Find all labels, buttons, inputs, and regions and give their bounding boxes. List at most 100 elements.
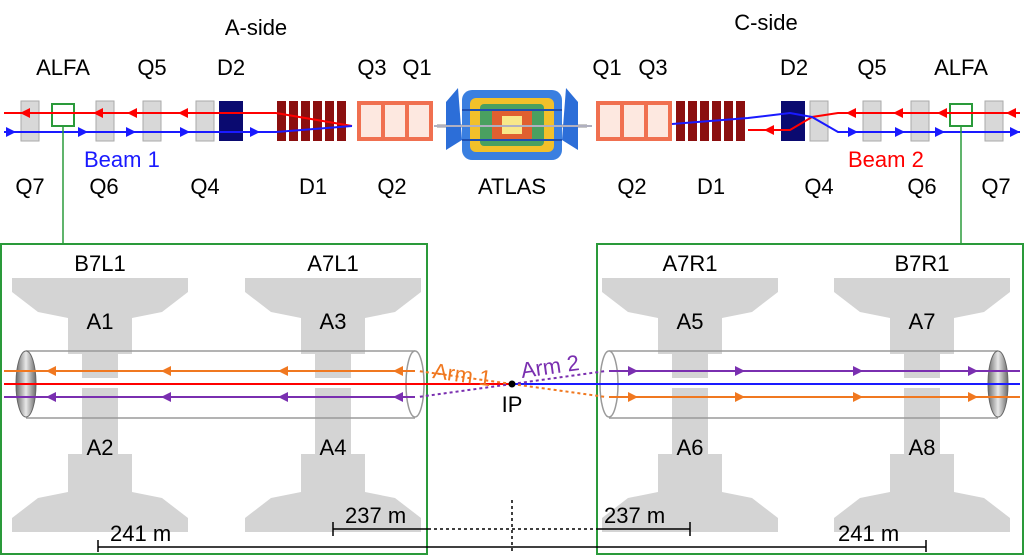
pot-a8-label: A8	[909, 435, 936, 460]
pot-a2-label: A2	[87, 435, 114, 460]
beam1-arrow	[6, 127, 16, 137]
zoom-arrows-left	[46, 366, 403, 402]
beam2-arrow	[937, 108, 947, 118]
pot-a1-label: A1	[87, 309, 114, 334]
c-side-title: C-side	[734, 10, 798, 35]
q6-left-label: Q6	[89, 174, 118, 199]
pot-a3	[245, 278, 421, 378]
alfa-right-box	[949, 103, 973, 127]
d2-right-label: D2	[780, 55, 808, 80]
q7-left-magnet	[20, 100, 40, 142]
d2-left-label: D2	[217, 55, 245, 80]
beam2-arrow	[127, 108, 137, 118]
q1-right-label: Q1	[592, 55, 621, 80]
q5-left-magnet	[142, 100, 162, 142]
pot-a7	[834, 278, 1010, 378]
beam1-arrow	[848, 127, 858, 137]
d1-left-label: D1	[299, 174, 327, 199]
distance-241-left: 241 m	[110, 521, 171, 546]
distance-scales	[97, 500, 927, 552]
q7-left-label: Q7	[15, 174, 44, 199]
beam1-label: Beam 1	[84, 147, 160, 172]
pot-a6-label: A6	[677, 435, 704, 460]
beam1-bend-line	[275, 125, 353, 133]
q3-right-label: Q3	[638, 55, 667, 80]
distance-237-right: 237 m	[604, 503, 665, 528]
q6-right-magnet	[910, 100, 930, 142]
arm1-dotted-left	[417, 370, 513, 385]
beam1-right-line	[671, 111, 1020, 133]
beam1-arrow	[78, 127, 88, 137]
d1-right-label: D1	[697, 174, 725, 199]
pot-a5	[602, 278, 778, 378]
q5-right-label: Q5	[857, 55, 886, 80]
zoom-arrows-right	[628, 366, 978, 402]
beam1-arrow	[1010, 127, 1020, 137]
zoom-tracks	[4, 366, 1020, 402]
q6-left-magnet	[95, 100, 115, 142]
q4-left-label: Q4	[190, 174, 219, 199]
beam2-arrow	[93, 108, 103, 118]
alfa-left-box	[51, 103, 75, 127]
beam2-bend-line	[275, 112, 353, 127]
ip-label: IP	[502, 392, 523, 417]
beam2-arrow	[764, 125, 774, 135]
pot-a4	[245, 388, 421, 532]
beam1-arrow	[180, 127, 190, 137]
pot-a7-label: A7	[909, 309, 936, 334]
atlas-label: ATLAS	[478, 174, 546, 199]
q4-right-label: Q4	[804, 174, 833, 199]
pot-a4-label: A4	[320, 435, 347, 460]
beam2-arrow	[20, 108, 30, 118]
pot-a6	[602, 388, 778, 532]
roman-pots	[12, 278, 1010, 532]
distance-237-left: 237 m	[345, 503, 406, 528]
zoom-frame-right	[596, 243, 1024, 555]
beam2-arrow	[893, 108, 903, 118]
zoom-frame-left	[0, 243, 428, 555]
pot-a3-label: A3	[320, 309, 347, 334]
q2-left-label: Q2	[377, 174, 406, 199]
pot-a8	[834, 388, 1010, 532]
q1-left-label: Q1	[402, 55, 431, 80]
pot-a2	[12, 388, 188, 532]
station-a7l1-label: A7L1	[307, 251, 358, 276]
d1-left-magnet	[277, 101, 346, 141]
atlas-detector	[437, 88, 587, 160]
q2-right-label: Q2	[617, 174, 646, 199]
station-a7r1-label: A7R1	[662, 251, 717, 276]
beam2-arrow	[178, 108, 188, 118]
bottom-labels: Q7 Q6 Q4 D1 Q2 ATLAS Q2 D1 Q4 Q6 Q7	[15, 174, 1010, 199]
arm2-dotted-left	[417, 383, 513, 398]
beam1-arrow	[126, 127, 136, 137]
beam2-label: Beam 2	[848, 147, 924, 172]
triplet-right	[596, 101, 672, 141]
q6-right-label: Q6	[907, 174, 936, 199]
beam-lines	[4, 108, 1020, 137]
a-side-title: A-side	[225, 15, 287, 40]
q5-right-magnet	[862, 100, 882, 142]
arm2-label: Arm 2	[519, 350, 581, 383]
ip-point	[508, 380, 516, 388]
top-labels: ALFA Q5 D2 Q3 Q1 Q1 Q3 D2 Q5 ALFA	[36, 55, 988, 80]
station-b7l1-label: B7L1	[74, 251, 125, 276]
arm1-dotted-right	[511, 383, 607, 398]
pot-a5-label: A5	[677, 309, 704, 334]
beam1-arrow	[935, 127, 945, 137]
q7-right-magnet	[984, 100, 1004, 142]
q5-left-label: Q5	[137, 55, 166, 80]
alfa-right-label: ALFA	[934, 55, 988, 80]
beam2-arrow	[1006, 108, 1016, 118]
q4-left-magnet	[195, 100, 215, 142]
beam1-arrow	[895, 127, 905, 137]
q3-left-label: Q3	[357, 55, 386, 80]
d2-right-magnet	[781, 101, 805, 141]
alfa-left-label: ALFA	[36, 55, 90, 80]
station-b7r1-label: B7R1	[894, 251, 949, 276]
pot-labels: A1 A2 A3 A4 A5 A6 A7 A8	[87, 309, 936, 460]
q7-right-label: Q7	[981, 174, 1010, 199]
d2-left-magnet	[219, 101, 243, 141]
distance-241-right: 241 m	[838, 521, 899, 546]
beam1-arrow	[250, 127, 260, 137]
